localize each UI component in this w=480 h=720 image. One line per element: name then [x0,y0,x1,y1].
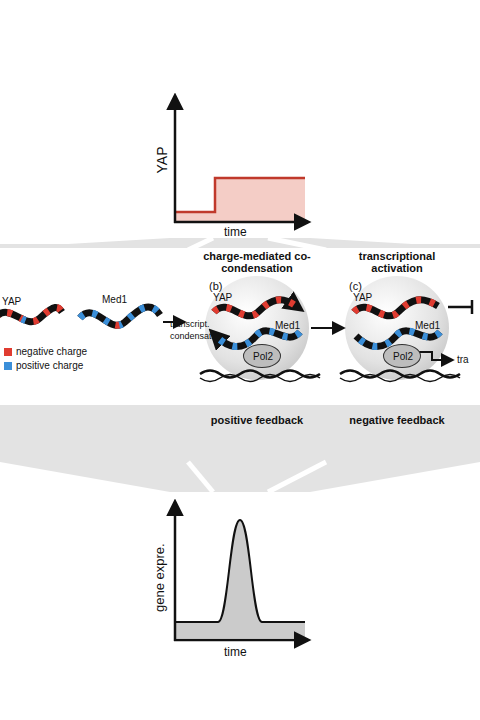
negative-charge [80,307,160,325]
med1-chain [80,307,160,325]
yap-step [176,178,305,212]
free-yap [0,307,62,321]
panel-heading: charge-mediated co-condensation [195,250,319,274]
panel-letter: (c) [349,280,362,292]
positive-charge [0,307,62,321]
y-axis [174,96,177,223]
polymerase-ellipse: Pol2 [243,344,281,368]
y-axis [174,502,177,641]
positive-charge [80,307,160,325]
legend-swatch [4,348,12,356]
zoom-fan [0,238,480,248]
x-axis [174,639,308,642]
molecule-label: YAP [2,296,21,308]
feedback-label: negative feedback [337,414,457,426]
condensate-circle: transcriptional activation(c)YAPMed1Pol2 [345,276,449,380]
zoom-fan [0,462,480,492]
legend-entry: positive charge [4,360,124,372]
x-axis [174,221,308,224]
axis-label: time [224,226,247,238]
molecule-label: YAP [213,292,232,304]
inhibition-bar [448,300,472,314]
expression-area [176,520,305,638]
yap-area [176,178,305,222]
polymerase-ellipse: Pol2 [383,344,421,368]
panel-heading: transcriptional activation [335,250,459,274]
molecule-label: Med1 [415,320,440,332]
polymerase-label: Pol2 [384,351,422,363]
negative-charge [0,307,62,321]
condensate-circle: charge-mediated co-condensation(b)YAPMed… [205,276,309,380]
axis-label: time [224,646,247,658]
annotation: tra [457,354,469,366]
axis-label: gene expre. [154,548,166,612]
fan-gap [188,238,213,250]
fan-gap [188,462,213,492]
annotation: transcript. condensate [170,318,226,342]
yap-chain [0,307,62,321]
white-panel [0,248,480,405]
fan-gap [268,462,326,492]
expression-curve [176,520,305,622]
legend-text: positive charge [16,360,83,372]
molecule-label: Med1 [275,320,300,332]
free-med1 [80,307,160,325]
molecule-label: Med1 [102,294,127,306]
legend-text: negative charge [16,346,87,358]
polymerase-label: Pol2 [244,351,282,363]
legend-swatch [4,362,12,370]
axis-label: YAP [156,138,168,182]
molecule-label: YAP [353,292,372,304]
gray-band [0,244,480,462]
legend-entry: negative charge [4,346,124,358]
process-arrow [311,327,343,329]
panel-letter: (b) [209,280,222,292]
feedback-label: positive feedback [197,414,317,426]
fan-gap [268,238,326,250]
